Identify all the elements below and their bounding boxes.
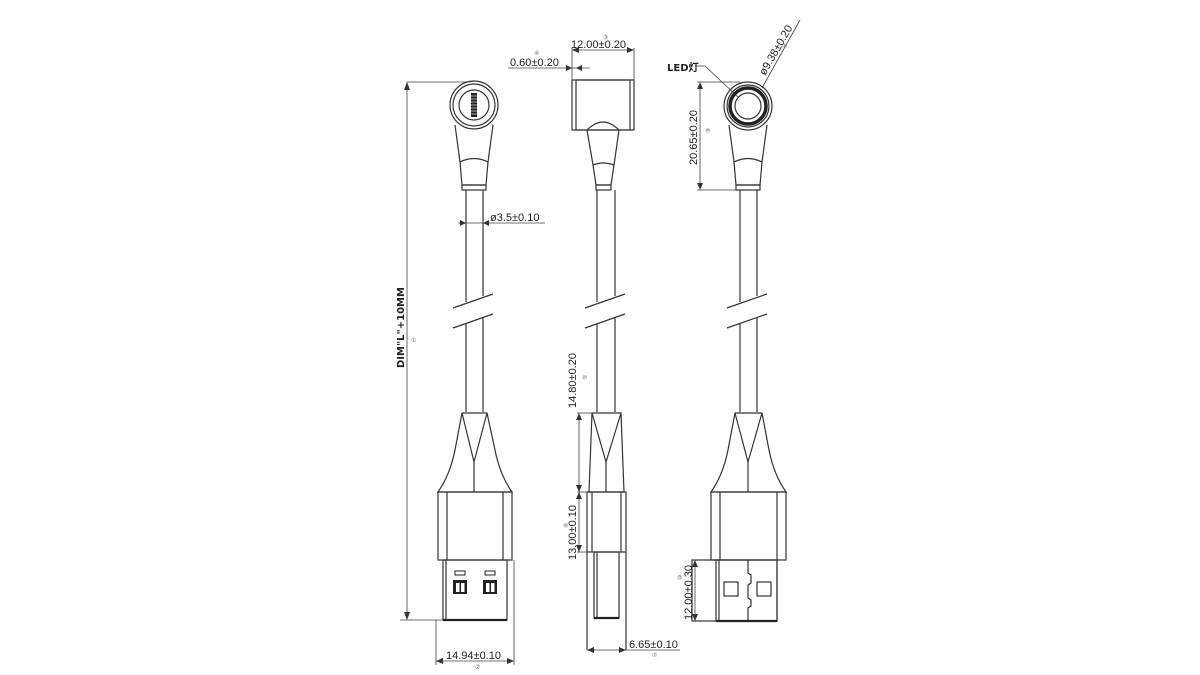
head-offset-label: 0.60±0.20 (510, 57, 559, 69)
usb-hole-left-icon (723, 581, 739, 597)
side-view: 12.00±0.20 ③ 0.60±0.20 ④ (508, 34, 680, 659)
usb-width-label: 14.94±0.10 (446, 650, 501, 662)
svg-text:①: ① (411, 337, 416, 344)
svg-text:④: ④ (534, 50, 539, 57)
head-height-label: 20.65±0.20 (688, 110, 700, 165)
svg-text:⑧: ⑧ (782, 43, 787, 50)
usb-body-length-label: 13.00±0.10 (567, 505, 579, 560)
front-view: DIM"L"+10MM ① (396, 80, 545, 671)
usb-contact-right-icon (483, 570, 497, 594)
svg-text:③: ③ (603, 34, 608, 41)
cable-diameter-label: ø3.5±0.10 (490, 212, 539, 224)
svg-text:⑩: ⑩ (677, 575, 684, 580)
usb-contact-left-icon (453, 570, 467, 594)
svg-text:②: ② (475, 664, 480, 671)
usb-hole-right-icon (756, 581, 772, 597)
magnetic-head (449, 80, 499, 191)
rear-view: LED灯 ø9.38±0.20 ⑧ 20.65±0.20 ⑨ (667, 19, 801, 623)
usb-plug-front: 14.94±0.10 ② (435, 412, 515, 671)
pin-array-icon (471, 93, 477, 117)
svg-text:⑦: ⑦ (652, 652, 657, 659)
led-diameter-label: ø9.38±0.20 (757, 23, 795, 77)
svg-text:⑨: ⑨ (705, 128, 712, 133)
usb-thickness-label: 6.65±0.10 (629, 639, 678, 651)
head-width-label: 12.00±0.20 (571, 39, 626, 51)
overall-length-dimension: DIM"L"+10MM ① (396, 81, 470, 621)
cable: ø3.5±0.10 (452, 190, 545, 412)
led-label: LED灯 (667, 61, 699, 74)
strain-relief-length-label: 14.80±0.20 (567, 353, 579, 408)
svg-text:⑤: ⑤ (582, 375, 589, 380)
usb-plug-length-label: 12.00±0.30 (683, 565, 695, 620)
svg-text:⑥: ⑥ (563, 523, 570, 528)
overall-length-label: DIM"L"+10MM (396, 287, 407, 368)
